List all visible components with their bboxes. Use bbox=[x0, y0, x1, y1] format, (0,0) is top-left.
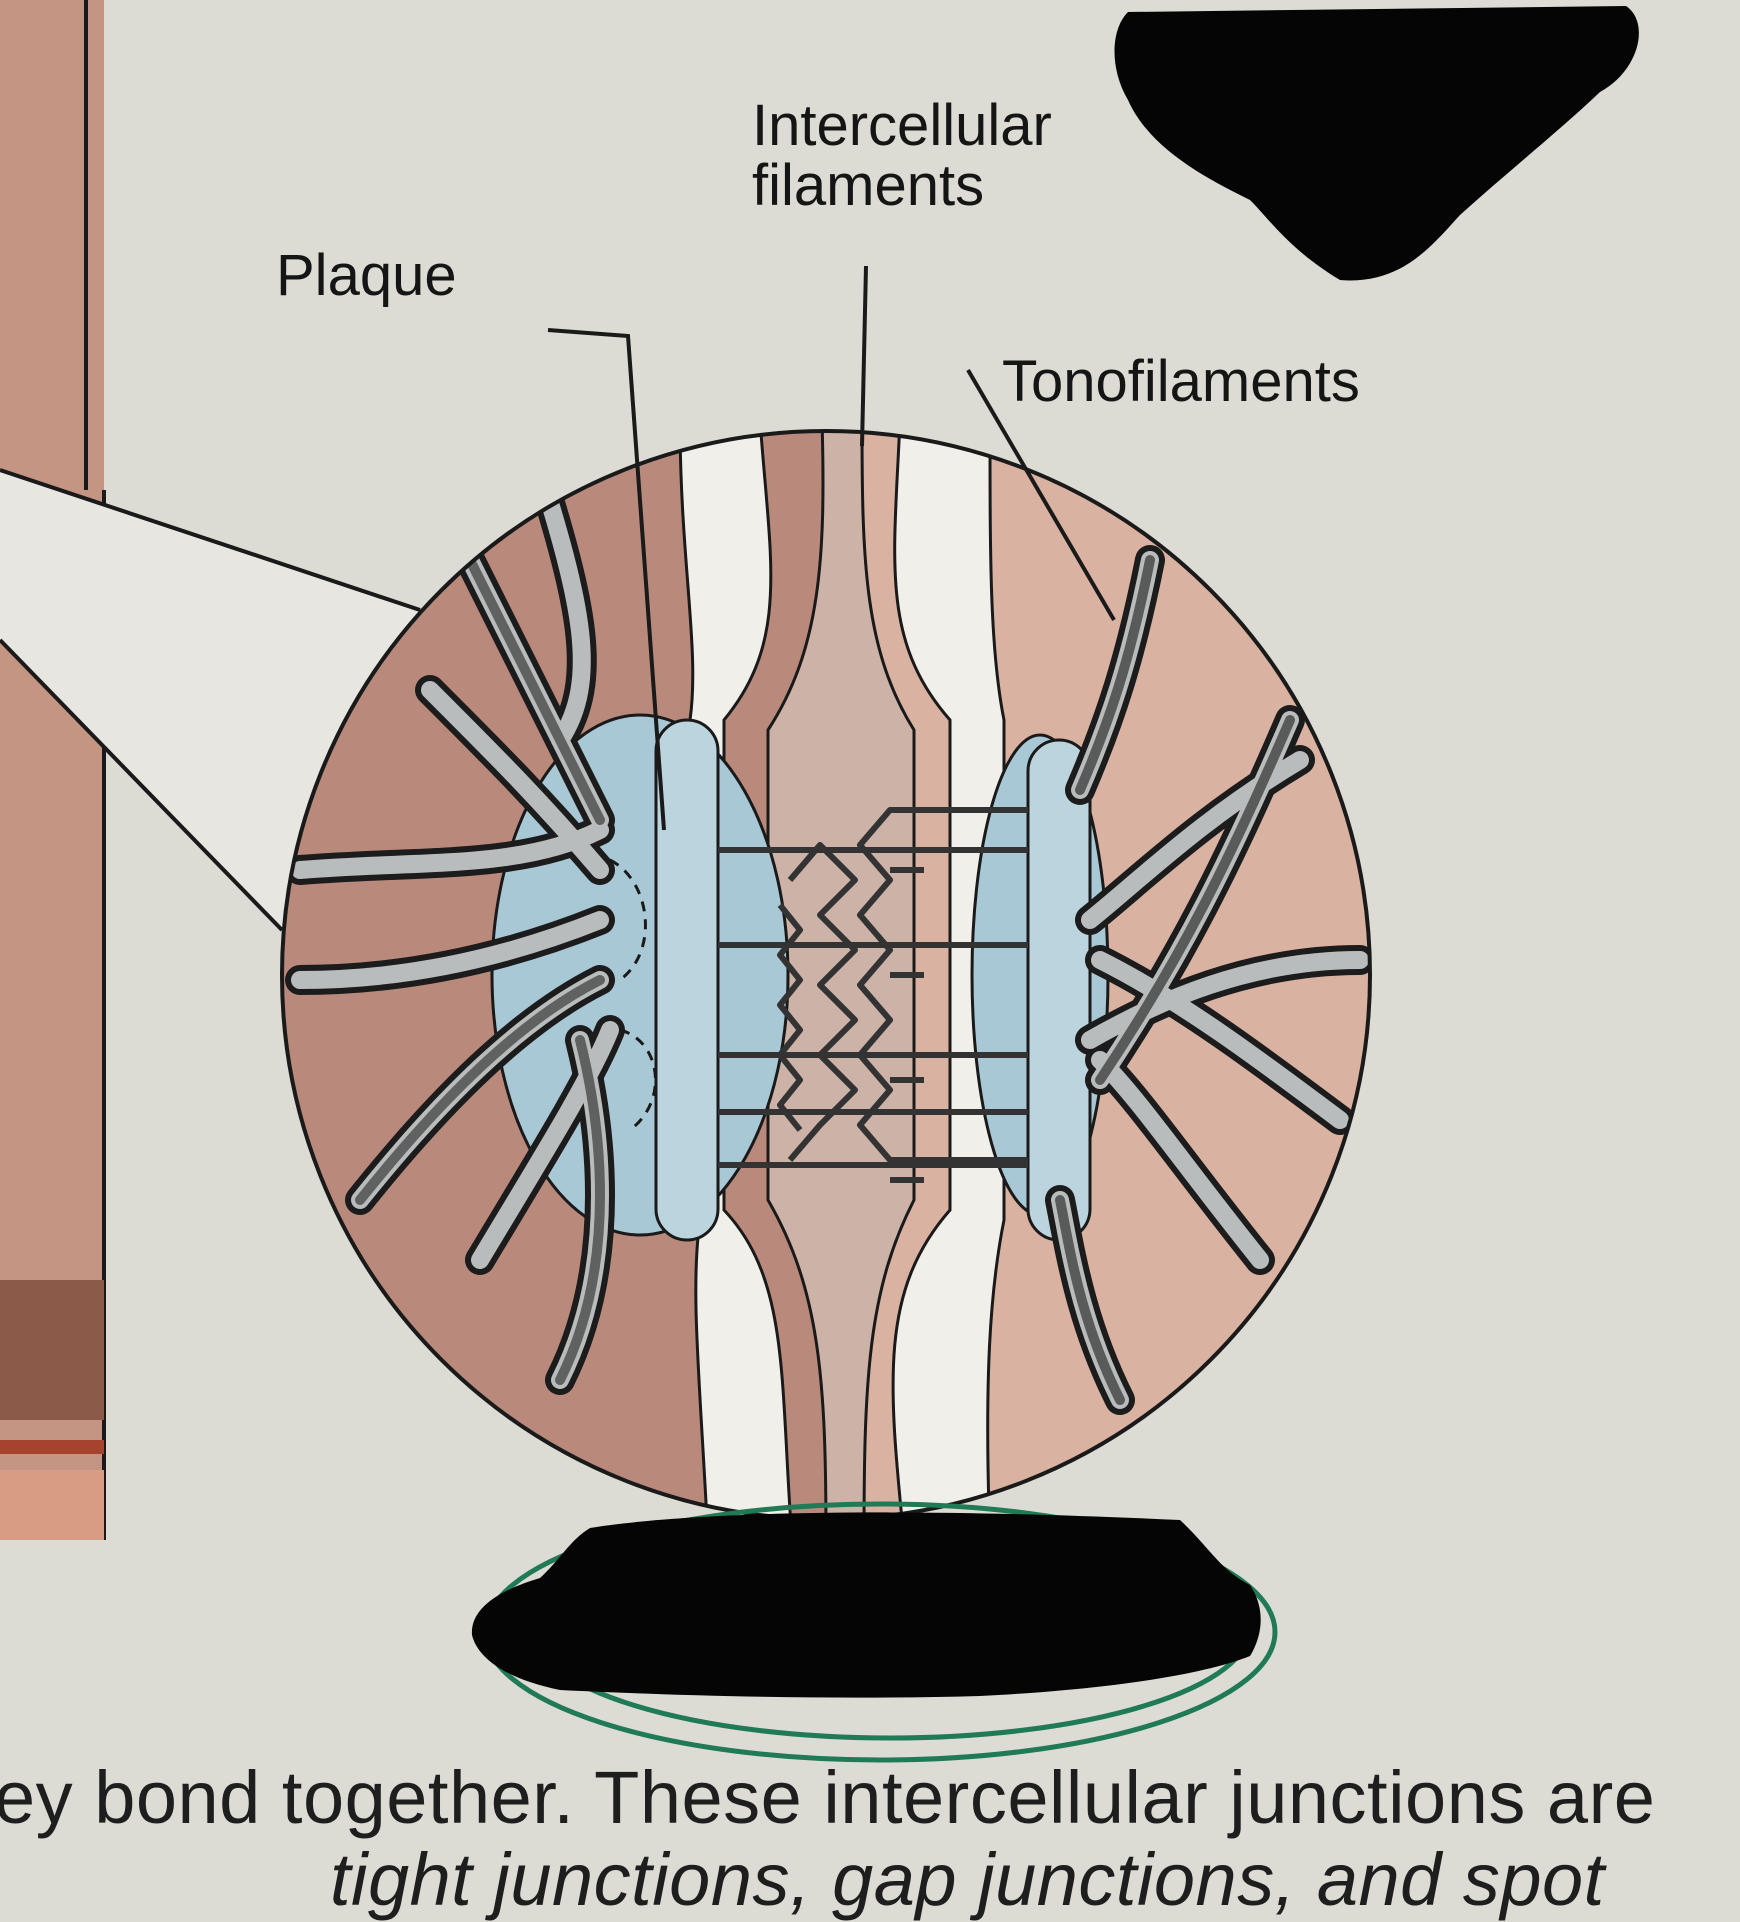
right-cell-membrane bbox=[891, 431, 1006, 1519]
left-cell-membrane bbox=[678, 431, 794, 1519]
magnified-circle bbox=[282, 431, 1370, 1519]
intercellular-leader bbox=[860, 265, 868, 447]
right-plaque-bar bbox=[1026, 738, 1092, 1242]
dashed-filament-loops bbox=[609, 858, 657, 1132]
redaction-bottom-center bbox=[471, 1512, 1261, 1698]
left-plaque-bar bbox=[654, 718, 720, 1242]
intercellular-filament-lattice bbox=[718, 807, 1028, 1183]
label-intercellular-line2: filaments bbox=[752, 153, 985, 218]
leader-lines bbox=[547, 265, 1116, 831]
label-tonofilaments: Tonofilaments bbox=[1002, 349, 1360, 414]
plaque-leader bbox=[547, 328, 666, 831]
redaction-top-right bbox=[1114, 6, 1639, 281]
right-tonofilaments bbox=[1045, 545, 1370, 1415]
label-plaque: Plaque bbox=[276, 243, 457, 308]
intercellular-space bbox=[766, 431, 916, 1519]
left-tissue-panel bbox=[0, 0, 106, 1540]
body-text-line1: ey bond together. These intercellular ju… bbox=[0, 1756, 1656, 1839]
tonofilaments-leader bbox=[966, 368, 1116, 622]
label-intercellular-filaments: Intercellular filaments bbox=[752, 96, 1122, 216]
body-text-line2: tight junctions, gap junctions, and spot bbox=[330, 1838, 1605, 1921]
left-tonofilaments bbox=[285, 455, 625, 1395]
label-intercellular-line1: Intercellular bbox=[752, 93, 1052, 158]
